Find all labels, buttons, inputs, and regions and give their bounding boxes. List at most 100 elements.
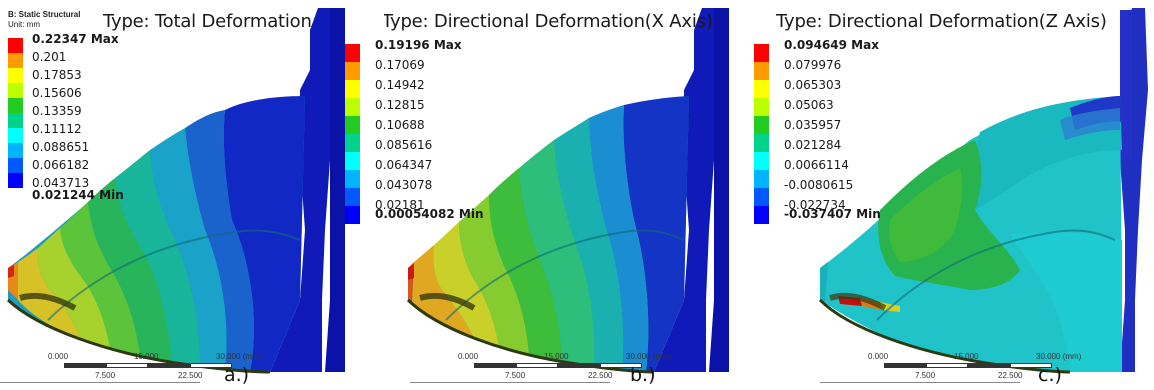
- legend-swatch: [8, 53, 23, 68]
- scale-bar: 0.000 15.000 30.000 (mm) 7.500 22.500: [48, 352, 278, 382]
- legend-swatch: [345, 134, 360, 152]
- legend-min: 0.00054082 Min: [375, 207, 484, 221]
- panel-title: Type: Total Deformation: [103, 11, 312, 32]
- legend-swatch: [345, 152, 360, 170]
- unit-label: Unit: mm: [8, 20, 40, 29]
- legend-swatch: [754, 188, 769, 206]
- legend-value: 0.066182: [32, 158, 90, 172]
- legend-swatch: [8, 113, 23, 128]
- legend-value: 0.021284: [784, 138, 842, 152]
- legend-value: 0.079976: [784, 58, 842, 72]
- scale-segment: [64, 363, 106, 368]
- scale-tick-label: 22.500: [588, 371, 613, 380]
- analysis-title: B: Static Structural: [8, 10, 81, 19]
- legend-swatch: [754, 170, 769, 188]
- legend-swatch: [754, 152, 769, 170]
- scale-tick-label: 0.000: [458, 352, 479, 361]
- legend-swatch: [8, 143, 23, 158]
- legend-value: 0.17853: [32, 68, 82, 82]
- legend-swatch: [754, 206, 769, 224]
- legend-swatch: [8, 98, 23, 113]
- panel-title: Type: Directional Deformation(Z Axis): [776, 11, 1107, 32]
- baseline: [820, 382, 1020, 383]
- legend-value: 0.13359: [32, 104, 82, 118]
- scale-segment: [106, 363, 148, 368]
- scale-segment: [516, 363, 558, 368]
- legend-swatch: [8, 173, 23, 188]
- legend-value: 0.02181: [375, 198, 425, 212]
- scale-tick-label: 30.000 (mm): [1036, 352, 1082, 361]
- scale-segment: [190, 363, 232, 368]
- scale-tick-label: 15.000: [954, 352, 979, 361]
- scale-tick-label: 22.500: [998, 371, 1023, 380]
- scale-segment: [884, 363, 926, 368]
- scale-tick-label: 7.500: [915, 371, 936, 380]
- panel-label: c.): [1038, 364, 1062, 386]
- legend-swatch: [754, 62, 769, 80]
- legend-value: 0.10688: [375, 118, 425, 132]
- scale-bar: 0.000 15.000 30.000 (mm) 7.500 22.500: [458, 352, 688, 382]
- legend-max: 0.094649 Max: [784, 38, 879, 52]
- legend-value: 0.064347: [375, 158, 433, 172]
- legend-value: 0.12815: [375, 98, 425, 112]
- scale-tick-label: 7.500: [505, 371, 526, 380]
- legend-swatch: [345, 44, 360, 62]
- legend-swatch: [345, 116, 360, 134]
- legend-swatch: [345, 206, 360, 224]
- legend-value: 0.035957: [784, 118, 842, 132]
- baseline: [410, 382, 610, 383]
- legend-value: 0.201: [32, 50, 67, 64]
- legend-swatch: [8, 128, 23, 143]
- legend-value: 0.065303: [784, 78, 842, 92]
- legend-swatch: [345, 170, 360, 188]
- legend-value: 0.088651: [32, 140, 90, 154]
- legend-swatch: [345, 188, 360, 206]
- scale-tick-label: 7.500: [95, 371, 116, 380]
- panel-x-deformation: Type: Directional Deformation(X Axis): [384, 0, 768, 390]
- scale-segment: [474, 363, 516, 368]
- legend-swatch: [754, 44, 769, 62]
- legend-value: 0.11112: [32, 122, 82, 136]
- panel-label: a.): [224, 364, 250, 386]
- legend-max: 0.19196 Max: [375, 38, 462, 52]
- legend-swatch: [345, 98, 360, 116]
- fe-model-plot: [818, 8, 1148, 374]
- scale-tick-label: 30.000 (mm): [216, 352, 262, 361]
- legend-value: 0.05063: [784, 98, 834, 112]
- legend-value: 0.17069: [375, 58, 425, 72]
- scale-tick-label: 15.000: [134, 352, 159, 361]
- legend-value: -0.022734: [784, 198, 846, 212]
- scale-tick-label: 30.000 (mm): [626, 352, 672, 361]
- scale-tick-label: 0.000: [868, 352, 889, 361]
- legend-swatch: [754, 134, 769, 152]
- legend-value: 0.0066114: [784, 158, 849, 172]
- legend-swatch: [8, 68, 23, 83]
- legend-value: 0.14942: [375, 78, 425, 92]
- legend-value: -0.0080615: [784, 178, 854, 192]
- legend-max: 0.22347 Max: [32, 32, 119, 46]
- legend-swatch: [754, 98, 769, 116]
- legend-value: 0.043713: [32, 176, 90, 190]
- fe-model-plot: [406, 8, 729, 374]
- scale-segment: [926, 363, 968, 368]
- legend-swatch: [8, 158, 23, 173]
- scale-tick-label: 15.000: [544, 352, 569, 361]
- fe-model-plot: [6, 8, 345, 374]
- legend-min: -0.037407 Min: [784, 207, 881, 221]
- legend-min: 0.021244 Min: [32, 188, 124, 202]
- panel-total-deformation: B: Static Structural Unit: mm Type: Tota…: [0, 0, 380, 390]
- scale-segment: [1010, 363, 1052, 368]
- legend-swatch: [754, 80, 769, 98]
- scale-segment: [148, 363, 190, 368]
- scale-tick-label: 0.000: [48, 352, 69, 361]
- scale-segment: [968, 363, 1010, 368]
- baseline: [0, 382, 200, 383]
- legend-value: 0.043078: [375, 178, 433, 192]
- legend-swatch: [345, 80, 360, 98]
- legend-swatch: [8, 83, 23, 98]
- panel-z-deformation: Type: Directional Deformation(Z Axis): [770, 0, 1154, 390]
- scale-bar: 0.000 15.000 30.000 (mm) 7.500 22.500: [868, 352, 1098, 382]
- scale-segment: [558, 363, 600, 368]
- legend-value: 0.085616: [375, 138, 433, 152]
- legend-value: 0.15606: [32, 86, 82, 100]
